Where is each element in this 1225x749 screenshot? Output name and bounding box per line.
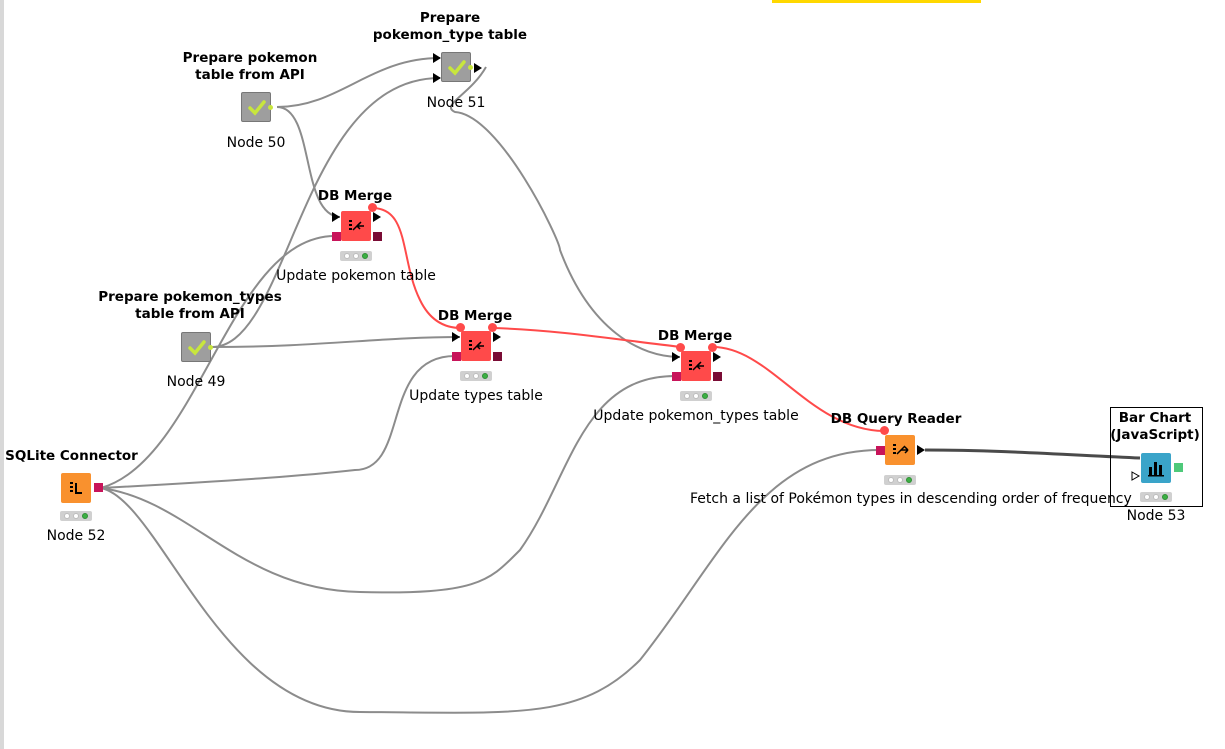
query-flow-input-port[interactable] bbox=[880, 426, 889, 435]
node-49-metanode[interactable] bbox=[181, 332, 211, 362]
node-50-label[interactable]: Node 50 bbox=[226, 135, 286, 151]
merge3-db-merge-node[interactable] bbox=[681, 351, 711, 381]
merge1-flow-output-port[interactable] bbox=[368, 203, 377, 212]
connection-query-barchart bbox=[924, 448, 1141, 460]
node-53-selection-frame bbox=[1110, 407, 1203, 507]
db-query-icon bbox=[893, 444, 909, 455]
merge1-data-output-port[interactable] bbox=[373, 212, 381, 222]
node-52-title: SQLite Connector bbox=[5, 448, 138, 464]
merge2-data-input-port[interactable] bbox=[452, 332, 460, 342]
node-52-label[interactable]: Node 52 bbox=[46, 528, 106, 544]
merge3-data-output-port[interactable] bbox=[713, 352, 721, 362]
merge2-title: DB Merge bbox=[437, 308, 513, 324]
db-connector-icon bbox=[70, 482, 82, 494]
merge1-db-output-port[interactable] bbox=[373, 232, 382, 241]
check-icon bbox=[248, 100, 266, 116]
query-status-lights bbox=[884, 475, 916, 485]
editor-tab-highlight bbox=[772, 0, 981, 3]
node-49-title: Prepare pokemon_types table from API bbox=[98, 289, 282, 322]
node-50-output-port[interactable] bbox=[268, 105, 273, 110]
merge2-flow-input-port[interactable] bbox=[456, 323, 465, 332]
connection-n52-query bbox=[100, 449, 881, 714]
query-db-query-reader-node[interactable] bbox=[885, 435, 915, 465]
merge1-db-input-port[interactable] bbox=[332, 232, 341, 241]
merge3-db-output-port[interactable] bbox=[713, 372, 722, 381]
merge2-db-merge-node[interactable] bbox=[461, 331, 491, 361]
node-53-status-lights bbox=[1140, 492, 1172, 502]
node-51-input-port-1[interactable] bbox=[433, 53, 441, 63]
connection-n52-merge3 bbox=[100, 375, 676, 594]
query-data-output-port[interactable] bbox=[917, 445, 925, 455]
merge2-db-input-port[interactable] bbox=[452, 352, 461, 361]
merge1-db-merge-node[interactable] bbox=[341, 211, 371, 241]
merge3-status-lights bbox=[680, 391, 712, 401]
db-merge-icon bbox=[349, 220, 364, 231]
query-title: DB Query Reader bbox=[830, 411, 962, 427]
node-53-label[interactable]: Node 53 bbox=[1126, 508, 1186, 524]
check-icon bbox=[188, 340, 206, 356]
node-53-input-port[interactable] bbox=[1131, 471, 1141, 481]
connection-n49-merge2 bbox=[211, 336, 461, 348]
query-db-input-port[interactable] bbox=[876, 446, 885, 455]
connection-n49-n51 bbox=[211, 77, 441, 348]
connection-n52-merge2 bbox=[100, 355, 456, 489]
node-51-output-port[interactable] bbox=[468, 65, 473, 70]
flow-merge1-merge2 bbox=[371, 207, 462, 329]
node-50-title: Prepare pokemon table from API bbox=[182, 50, 318, 83]
node-49-output-port[interactable] bbox=[208, 345, 213, 350]
node-52-sqlite-connector[interactable] bbox=[61, 473, 91, 503]
node-53-bar-chart-node[interactable] bbox=[1141, 453, 1171, 483]
merge3-flow-output-port[interactable] bbox=[708, 343, 717, 352]
merge2-label[interactable]: Update types table bbox=[409, 388, 543, 404]
db-merge-icon bbox=[689, 360, 704, 371]
merge2-db-output-port[interactable] bbox=[493, 352, 502, 361]
check-icon bbox=[448, 60, 466, 76]
merge1-status-lights bbox=[340, 251, 372, 261]
node-51-metanode[interactable] bbox=[441, 52, 471, 82]
merge2-status-lights bbox=[460, 371, 492, 381]
connection-n50-n51 bbox=[276, 57, 441, 108]
merge3-label[interactable]: Update pokemon_types table bbox=[593, 408, 799, 424]
merge3-flow-input-port[interactable] bbox=[676, 343, 685, 352]
node-51-title: Prepare pokemon_type table bbox=[372, 10, 528, 43]
canvas-left-edge bbox=[0, 0, 4, 749]
flow-merge2-merge3 bbox=[492, 327, 682, 348]
connection-n50-merge1 bbox=[276, 106, 341, 218]
node-52-status-lights bbox=[60, 511, 92, 521]
node-51-output-arrow[interactable] bbox=[474, 63, 482, 73]
flow-merge3-query bbox=[712, 346, 885, 432]
node-53-title: Bar Chart (JavaScript) bbox=[1110, 410, 1200, 443]
merge3-data-input-port[interactable] bbox=[672, 352, 680, 362]
bar-chart-icon bbox=[1148, 462, 1164, 477]
merge2-flow-output-port[interactable] bbox=[488, 323, 497, 332]
merge3-db-input-port[interactable] bbox=[672, 372, 681, 381]
node-51-input-port-2[interactable] bbox=[433, 73, 441, 83]
node-50-metanode[interactable] bbox=[241, 92, 271, 122]
node-52-db-output-port[interactable] bbox=[94, 483, 103, 492]
merge1-label[interactable]: Update pokemon table bbox=[276, 268, 436, 284]
node-53-image-output-port[interactable] bbox=[1174, 463, 1183, 472]
merge1-data-input-port[interactable] bbox=[332, 212, 340, 222]
connection-n52-merge1 bbox=[100, 235, 336, 489]
merge3-title: DB Merge bbox=[657, 328, 733, 344]
query-label[interactable]: Fetch a list of Pokémon types in descend… bbox=[690, 491, 1132, 507]
node-51-label[interactable]: Node 51 bbox=[426, 95, 486, 111]
merge2-data-output-port[interactable] bbox=[493, 332, 501, 342]
merge1-title: DB Merge bbox=[317, 188, 393, 204]
node-49-label[interactable]: Node 49 bbox=[166, 374, 226, 390]
db-merge-icon bbox=[469, 340, 484, 351]
